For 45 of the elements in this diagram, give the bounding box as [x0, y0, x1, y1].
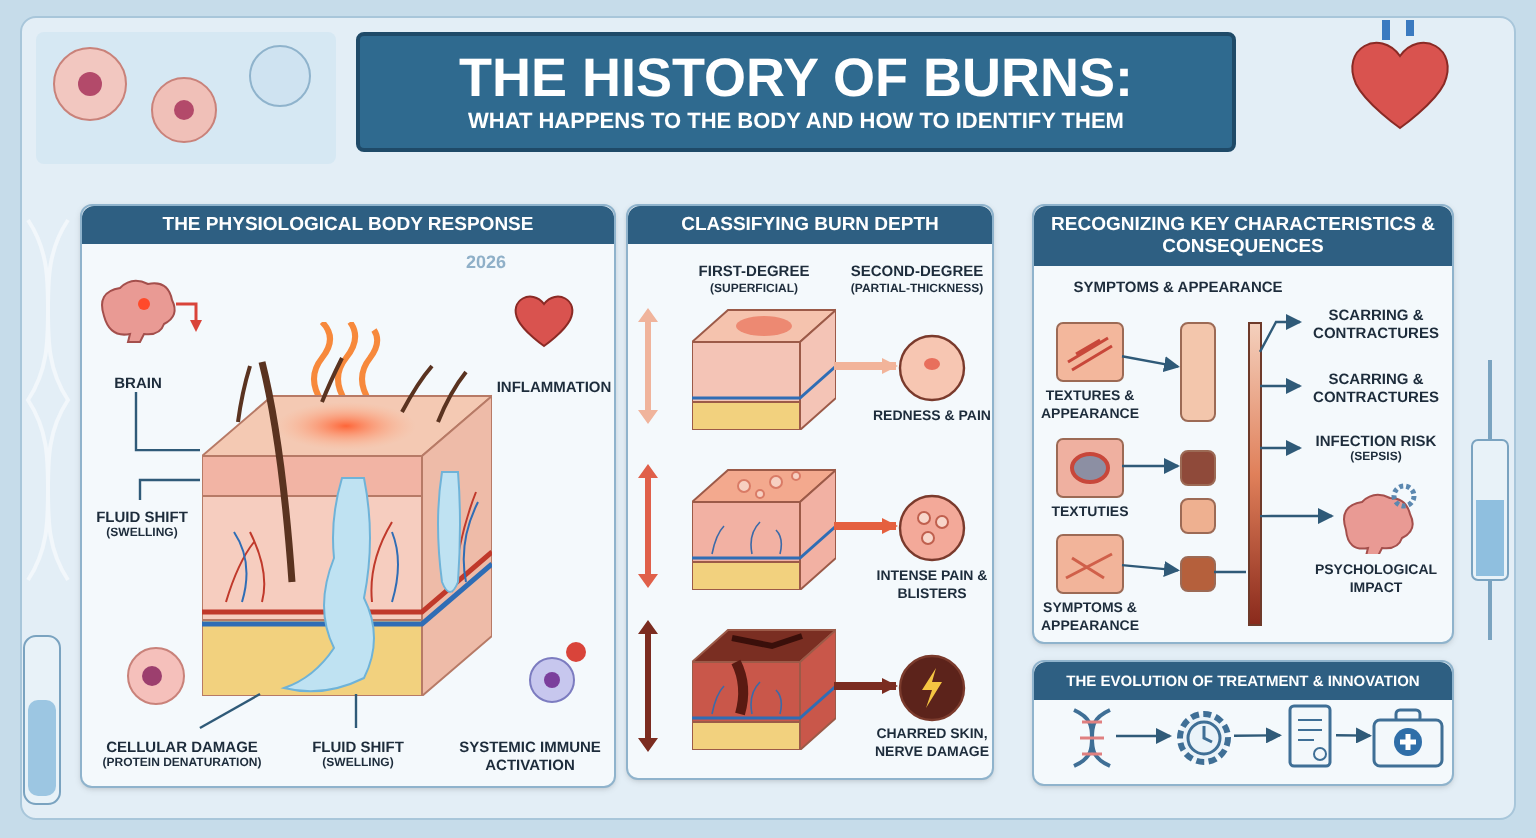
leader-line	[138, 478, 200, 500]
skin-circle-drawing	[898, 494, 966, 562]
arrow	[834, 678, 898, 694]
skin-swatch	[1180, 322, 1216, 422]
section-header: RECOGNIZING KEY CHARACTERISTICS & CONSEQUENCES	[1034, 206, 1452, 266]
arrow	[834, 358, 898, 374]
panel	[1032, 660, 1454, 786]
skin-swatch	[1180, 498, 1216, 534]
leader-line	[1214, 570, 1246, 574]
leader-line	[354, 694, 358, 728]
skin-block-drawing	[692, 306, 836, 430]
arrow	[1122, 458, 1180, 474]
section-header: THE PHYSIOLOGICAL BODY RESPONSE	[82, 206, 614, 244]
arrow	[1260, 378, 1302, 394]
arrow	[1116, 728, 1172, 744]
skin-swatch	[1180, 450, 1216, 486]
panel	[626, 204, 994, 780]
skin-block-drawing	[692, 626, 836, 750]
arrow	[834, 518, 898, 534]
skin-swatch	[1180, 556, 1216, 592]
subtitle: WHAT HAPPENS TO THE BODY AND HOW TO IDENTIFY THEM	[468, 108, 1124, 136]
leader-line	[134, 392, 200, 452]
skin-circle-drawing	[898, 334, 966, 402]
arrow	[1336, 727, 1372, 744]
arrow	[1121, 355, 1180, 372]
arrow	[1234, 727, 1282, 744]
medical-kit-icon	[1372, 708, 1444, 768]
skin-texture-picture	[1056, 534, 1124, 594]
skin-texture-picture	[1056, 322, 1124, 382]
title: THE HISTORY OF BURNS:	[458, 48, 1134, 108]
skin-circle-drawing	[898, 654, 966, 722]
gradient-bar	[1248, 322, 1262, 626]
arrow	[1258, 314, 1302, 353]
skin-texture-picture	[1056, 438, 1124, 498]
section-header: CLASSIFYING BURN DEPTH	[628, 206, 992, 244]
skin-block-drawing	[692, 466, 836, 590]
skin-cross-section-drawing	[202, 322, 492, 696]
panel	[80, 204, 616, 788]
panel	[1032, 204, 1454, 644]
arrow	[1260, 508, 1334, 525]
gear-clock-icon	[1172, 706, 1236, 770]
arrow	[1260, 440, 1302, 456]
leader-line	[199, 692, 261, 730]
arrow	[1121, 561, 1180, 577]
year-label: 2026	[463, 254, 509, 272]
